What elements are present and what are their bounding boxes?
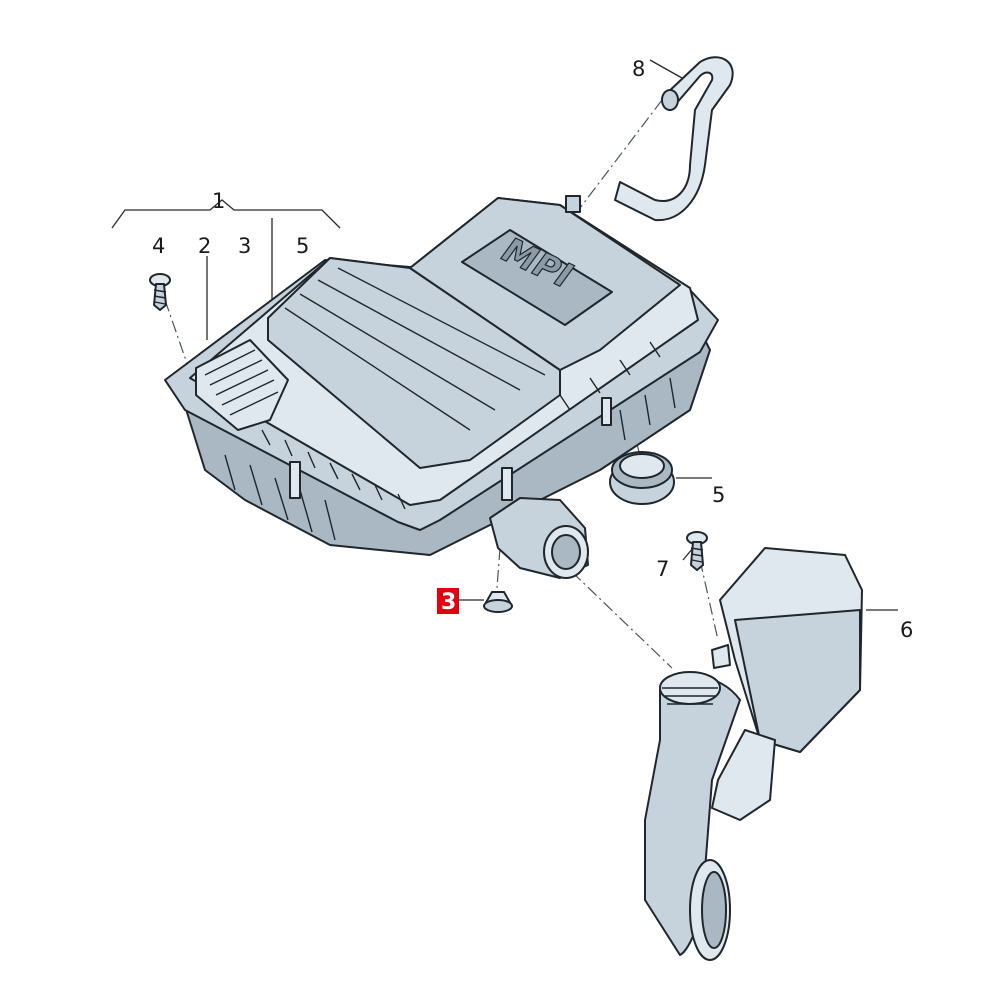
grommet <box>483 591 513 613</box>
assembly-axes <box>164 99 719 669</box>
callout-5-group: 5 <box>296 234 309 258</box>
callout-8: 8 <box>632 57 645 81</box>
leader-lines <box>111 59 898 611</box>
screw-4 <box>149 273 171 311</box>
highlight-box <box>437 588 459 614</box>
callout-7: 7 <box>656 557 669 581</box>
callout-3-highlighted[interactable]: 3 <box>437 588 459 615</box>
callout-6: 6 <box>900 618 913 642</box>
screw-7 <box>686 531 708 571</box>
callout-1: 1 <box>212 189 225 213</box>
air-filter-housing <box>164 195 719 579</box>
callout-3: 3 <box>238 234 251 258</box>
intake-duct <box>644 547 863 961</box>
callout-labels: 1 2 3 5 4 8 5 7 6 <box>152 57 913 642</box>
callout-3-highlight-label: 3 <box>441 590 456 615</box>
seal-ring <box>609 451 675 505</box>
callout-5-seal: 5 <box>712 483 725 507</box>
breather-hose <box>614 56 734 222</box>
callout-2: 2 <box>198 234 211 258</box>
callout-4: 4 <box>152 234 165 258</box>
